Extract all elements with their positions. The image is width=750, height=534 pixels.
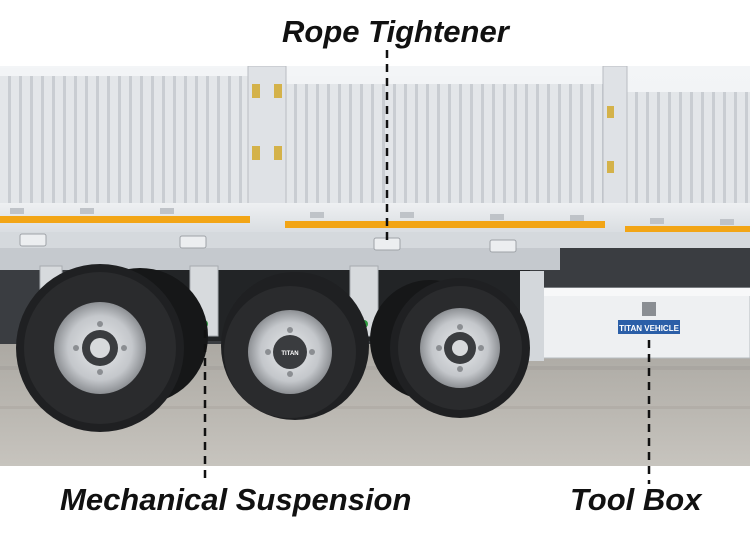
hub-text: TITAN <box>281 351 298 357</box>
toolbox-plate: TITAN VEHICLE <box>619 324 680 333</box>
rope-tightener-part <box>373 237 401 251</box>
side-panels <box>0 66 750 227</box>
wheel-front <box>370 278 530 418</box>
trailer-photo: TITAN VEHICLE TITAN <box>0 66 750 466</box>
wheel-middle: TITAN <box>221 272 369 420</box>
mechanical-suspension-label: Mechanical Suspension <box>60 482 412 517</box>
wheel-rear-outer <box>16 264 208 432</box>
tool-box-label: Tool Box <box>570 482 702 517</box>
reflective-stripe <box>0 216 250 223</box>
rope-tightener-label: Rope Tightener <box>282 14 509 49</box>
